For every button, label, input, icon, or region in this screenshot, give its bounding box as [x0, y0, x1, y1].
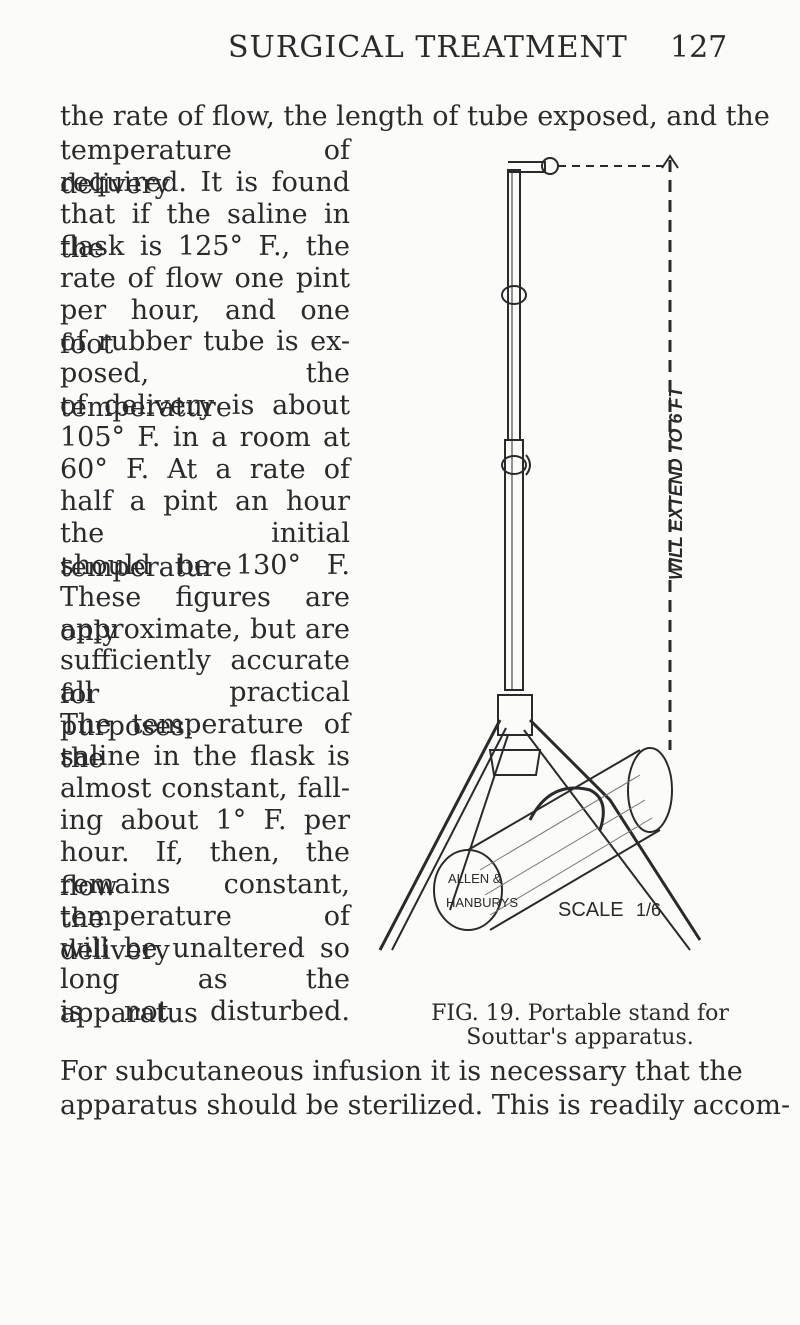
stand-hub — [497, 694, 533, 736]
figure-caption-line1: FIG. 19. Portable stand for — [431, 1001, 729, 1026]
body-line-left: required. It is found — [60, 166, 350, 198]
body-line-left: 60° F. At a rate of — [60, 454, 350, 485]
pole-clamp — [501, 285, 527, 305]
flask-label-bottom: HANBURYS — [446, 895, 518, 910]
body-line-left: per hour, and one foot — [60, 294, 350, 360]
body-line-left: is not disturbed. — [60, 996, 350, 1028]
body-line-left: saline in the flask is — [60, 741, 350, 773]
body-line-full: the rate of flow, the length of tube exp… — [60, 101, 770, 132]
stand-top-arm — [508, 161, 546, 173]
stand-pole-lower — [504, 439, 524, 691]
extension-label: WILL EXTEND TO 6 FT — [666, 385, 686, 580]
body-line-left: all practical purposes. — [60, 677, 350, 743]
body-line-left: approximate, but are — [60, 613, 350, 645]
flask-label-top: ALLEN & — [448, 871, 502, 886]
figure-caption-line2: Souttar's apparatus. — [466, 1025, 694, 1050]
flask-handle — [528, 786, 605, 831]
body-line-left: will be unaltered so — [60, 932, 350, 964]
figure-portable-stand: WILL EXTEND TO 6 FT ALLEN & HANBURYS SCA… — [378, 154, 702, 951]
body-line-left: almost constant, fall- — [60, 773, 350, 804]
body-line-left: These figures are only — [60, 581, 350, 647]
body-line-left: the initial temperature — [60, 517, 350, 583]
body-line-left: rate of flow one pint — [60, 262, 350, 294]
body-line-left: 105° F. in a room at — [60, 422, 350, 454]
body-line-left: of rubber tube is ex- — [60, 326, 350, 358]
body-line-left: The temperature of the — [60, 709, 350, 775]
body-line-left: sufficiently accurate for — [60, 645, 350, 711]
body-line-left: ing about 1° F. per — [60, 804, 350, 836]
scale-value: 1/6 — [636, 900, 661, 920]
body-line-full: For subcutaneous infusion it is necessar… — [60, 1056, 743, 1087]
body-line-left: posed, the temperature — [60, 358, 350, 424]
body-line-left: temperature of delivery — [60, 900, 350, 966]
tripod-leg — [528, 718, 702, 941]
scale-label: SCALE — [558, 899, 624, 921]
saline-flask — [433, 747, 673, 931]
body-line-left: flask is 125° F., the — [60, 230, 350, 262]
body-line-left: of delivery is about — [60, 390, 350, 422]
pole-clamp — [501, 455, 527, 475]
running-head: SURGICAL TREATMENT — [228, 30, 628, 65]
tripod-leg — [449, 734, 509, 911]
body-line-left: remains constant, the — [60, 868, 350, 934]
body-line-left: temperature of delivery — [60, 135, 350, 200]
body-line-left: hour. If, then, the flow — [60, 836, 350, 902]
body-line-full: apparatus should be sterilized. This is … — [60, 1090, 791, 1121]
body-line-left: should be 130° F. — [60, 549, 350, 581]
page-number: 127 — [670, 30, 728, 65]
body-line-left: that if the saline in the — [60, 198, 350, 264]
body-line-left: half a pint an hour — [60, 485, 350, 517]
body-line-left: long as the apparatus — [60, 964, 350, 1030]
tripod-leg — [378, 719, 502, 951]
